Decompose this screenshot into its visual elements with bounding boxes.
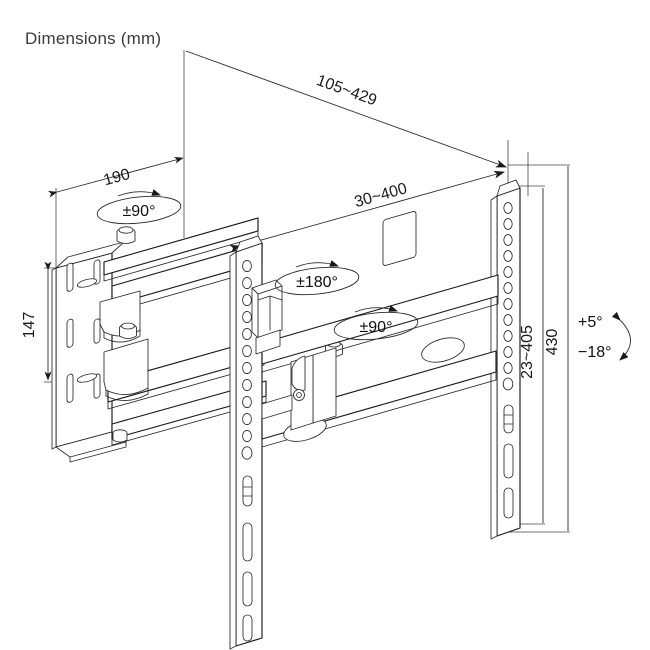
bolt-bottom-plate [112,429,128,443]
dimension-extension: 105~429 [185,50,507,168]
rotation-plate-swivel-label: ±90° [123,203,156,220]
dimension-rail-height-label: 430 [544,329,561,356]
center-tilt-bolt [293,389,305,401]
bolt-lower-left [119,322,137,339]
vertical-rail-right [490,179,521,540]
center-tilt-mechanism [290,347,337,431]
vertical-rail-left [229,235,263,650]
rail-left-slots [242,475,253,642]
dimension-plate-width-label: 190 [102,166,132,189]
swivel-collar [251,279,283,355]
rotation-mid-swivel-label: ±180° [296,274,338,291]
rotation-plate-swivel: ±90° [96,189,182,225]
dimension-rail-adjust-label: 23~405 [519,325,536,379]
bolt-upper-left [116,226,136,244]
dimension-plate-height: 147 [21,261,52,381]
dimension-extension-label: 105~429 [314,72,379,109]
rotation-mid-swivel: ±180° [274,260,360,296]
tilt-up-label: +5° [578,314,603,331]
rotation-rail-swivel-label: ±90° [360,319,393,336]
dimension-arm-reach: 30~400 [229,170,505,253]
rotation-rail-swivel: ±90° [333,305,419,341]
wall-plate [51,241,127,463]
dimension-rail-height: 430 [544,166,569,531]
tilt-callout: +5° −18° [578,311,631,361]
wall-plate-slots [66,259,101,403]
dimension-rail-adjust: 23~405 [519,188,544,523]
display-cross-bars [261,211,499,448]
upper-arm [103,217,263,313]
tilt-arc-arrow [611,311,631,361]
rail-connector [261,394,293,420]
rail-left-holes [241,259,253,460]
tilt-down-label: −18° [578,344,612,361]
page-title: Dimensions (mm) [25,29,161,48]
dimension-plate-height-label: 147 [21,312,38,339]
rail-right-slots [503,404,514,519]
dimension-plate-width: 190 [47,156,184,198]
rail-right-holes [502,202,514,391]
